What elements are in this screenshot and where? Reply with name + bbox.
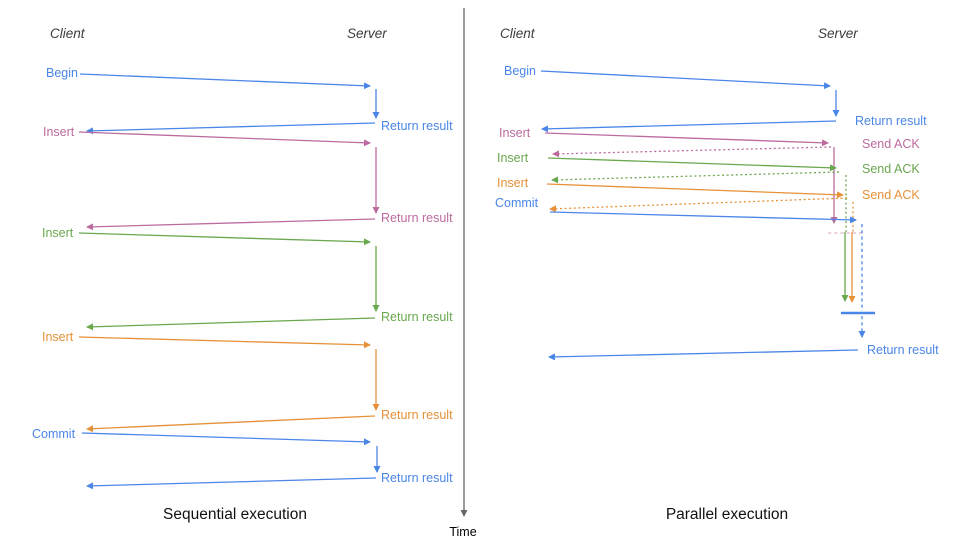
time-axis-label: Time — [449, 525, 476, 539]
par-final-return-line — [548, 349, 859, 361]
seq-commit-label: Commit — [32, 427, 76, 441]
par-commit-label: Commit — [495, 196, 539, 210]
par-begin-result-label: Return result — [855, 114, 927, 128]
par-commit-request-line — [549, 211, 857, 224]
seq-insert2-label: Insert — [42, 226, 74, 240]
seq-commit-result-label: Return result — [381, 471, 453, 485]
par-begin-request-line — [540, 70, 831, 90]
par-insert2-request-line — [547, 157, 837, 172]
par-insert3-request-line — [546, 183, 844, 199]
seq-insert3-result-label: Return result — [381, 408, 453, 422]
par-insert3-ack-line — [549, 197, 848, 213]
par-server-header: Server — [818, 26, 858, 41]
seq-insert2-result-label: Return result — [381, 310, 453, 324]
sequential-title: Sequential execution — [163, 506, 307, 523]
seq-server-header: Server — [347, 26, 387, 41]
seq-insert1-result-label: Return result — [381, 211, 453, 225]
seq-insert3-request-line — [78, 336, 371, 349]
seq-begin-request-line — [79, 73, 371, 90]
par-insert2-ack-line — [551, 171, 840, 184]
seq-client-header: Client — [50, 26, 86, 41]
sequential-panel: Client Server Begin Return result Insert… — [32, 26, 453, 523]
par-insert3-label: Insert — [497, 176, 529, 190]
par-insert3-ack-label: Send ACK — [862, 188, 920, 202]
par-client-header: Client — [500, 26, 536, 41]
seq-begin-result-label: Return result — [381, 119, 453, 133]
par-begin-return-line — [541, 120, 837, 133]
par-insert2-label: Insert — [497, 151, 529, 165]
par-begin-label: Begin — [504, 64, 536, 78]
seq-begin-label: Begin — [46, 66, 78, 80]
seq-insert1-return-line — [86, 218, 376, 231]
seq-insert3-return-line — [86, 415, 376, 433]
par-insert1-ack-label: Send ACK — [862, 137, 920, 151]
seq-insert3-label: Insert — [42, 330, 74, 344]
seq-insert1-request-line — [78, 131, 371, 147]
seq-insert2-return-line — [86, 317, 376, 331]
par-final-result-label: Return result — [867, 343, 939, 357]
parallel-panel: Client Server Begin Return result Insert… — [495, 26, 939, 523]
parallel-title: Parallel execution — [666, 506, 788, 523]
par-insert1-ack-line — [552, 146, 832, 158]
seq-commit-return-line — [86, 477, 377, 490]
seq-begin-return-line — [86, 122, 376, 135]
par-insert2-ack-label: Send ACK — [862, 162, 920, 176]
par-insert1-label: Insert — [499, 126, 531, 140]
par-insert1-request-line — [544, 132, 829, 147]
seq-insert1-label: Insert — [43, 125, 75, 139]
seq-insert2-request-line — [78, 232, 371, 246]
seq-commit-request-line — [81, 432, 371, 446]
